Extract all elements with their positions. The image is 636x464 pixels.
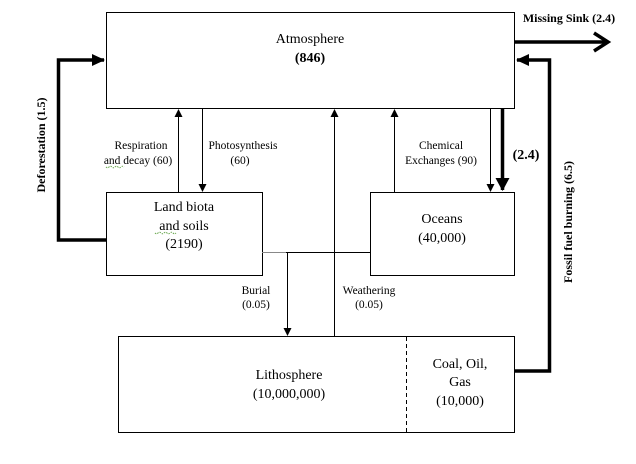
respiration-label-line1: Respiration <box>114 140 167 152</box>
oceans-value: (40,000) <box>418 231 466 246</box>
fossil-burning-label: Fossil fuel burning (6.5) <box>561 161 575 283</box>
weathering-label-line1: Weathering <box>343 285 396 297</box>
lithosphere-value: (10,000,000) <box>253 387 326 402</box>
lithosphere-label: Lithosphere <box>256 368 323 383</box>
burial-label-line1: Burial <box>242 285 271 297</box>
chemical-label-line1: Chemical <box>419 140 463 152</box>
chemical-label-line2: Exchanges (90) <box>405 155 477 167</box>
oceans-label: Oceans <box>421 212 462 227</box>
atmosphere-box: Atmosphere (846) <box>106 12 515 109</box>
deforestation-arrow <box>56 54 106 242</box>
photosynthesis-label-line2: (60) <box>230 155 249 167</box>
fossil-value: (10,000) <box>436 394 484 409</box>
fossil-label-line2: Gas <box>449 375 471 390</box>
deforestation-label: Deforestation (1.5) <box>34 97 48 192</box>
fossil-label-line1: Coal, Oil, <box>433 357 488 372</box>
missing-sink-label: Missing Sink (2.4) <box>523 11 615 25</box>
land-label-line2: and soils <box>159 219 208 234</box>
lithosphere-box: Lithosphere (10,000,000) Coal, Oil, Gas … <box>118 336 515 433</box>
photosynthesis-label-line1: Photosynthesis <box>208 140 278 152</box>
land-label-line1: Land biota <box>154 200 215 215</box>
land-value: (2190) <box>165 237 203 252</box>
weathering-label-line2: (0.05) <box>355 299 383 311</box>
missing-sink-arrow <box>515 31 612 53</box>
atmosphere-label: Atmosphere <box>276 32 344 47</box>
fossil-burning-arrow <box>514 54 552 373</box>
ocean-uptake-label: (2.4) <box>513 148 540 163</box>
land-biota-box: Land biota and soils (2190) <box>106 192 263 276</box>
atmosphere-value: (846) <box>295 51 326 66</box>
oceans-box: Oceans (40,000) <box>370 192 515 276</box>
burial-label-line2: (0.05) <box>242 299 270 311</box>
respiration-label-line2: and decay (60) <box>104 155 172 167</box>
